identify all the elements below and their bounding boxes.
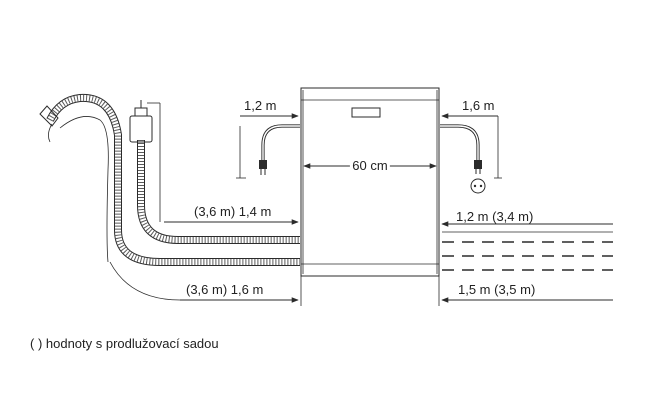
extension-dashed-lines [442, 231, 613, 271]
footnote: ( ) hodnoty s prodlužovací sadou [30, 336, 219, 351]
water-supply-hose [129, 100, 300, 244]
drain-hose-end-icon [39, 105, 59, 127]
water-right-label: 1,2 m (3,4 m) [456, 209, 533, 224]
power-left-label: 1,2 m [244, 98, 277, 113]
drain-hose [39, 93, 300, 301]
power-cord-right [440, 113, 502, 194]
supply-right-label: 1,5 m (3,5 m) [458, 282, 535, 297]
plug-right-icon [474, 160, 482, 169]
power-right-label: 1,6 m [462, 98, 495, 113]
control-panel-display [351, 107, 381, 118]
supply-left-label: (3,6 m) 1,6 m [186, 282, 263, 297]
plug-left-icon [259, 160, 267, 169]
dishwasher-body [300, 87, 440, 277]
water-valve-icon [129, 115, 153, 143]
power-cord-left [236, 113, 300, 179]
drain-hose-label: (3,6 m) 1,4 m [194, 204, 271, 219]
width-label: 60 cm [352, 158, 387, 173]
power-socket-icon [470, 178, 486, 194]
